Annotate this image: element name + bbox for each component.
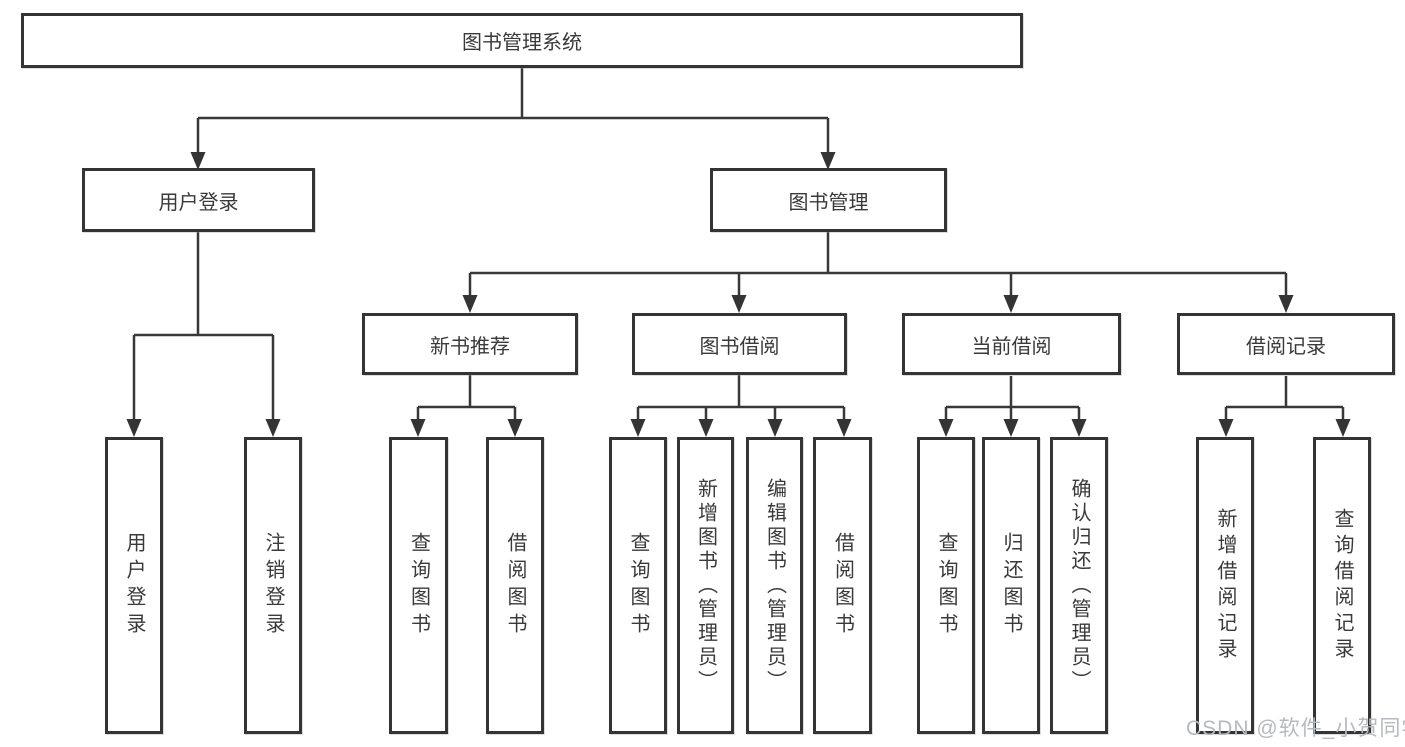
leaf-edit-book-admin: 编辑图书（管理员）	[746, 437, 803, 734]
node-current-borrowing: 当前借阅	[902, 313, 1121, 375]
leaf-borrow-books-borrowing: 借阅图书	[813, 437, 872, 734]
leaf-add-book-admin: 新增图书（管理员）	[677, 437, 734, 734]
leaf-user-login: 用户登录	[105, 437, 163, 734]
leaf-query-books-current: 查询图书	[917, 437, 975, 734]
node-new-book-recommendation: 新书推荐	[362, 313, 578, 375]
connector-new-book-children	[416, 375, 517, 419]
node-library-management-system: 图书管理系统	[21, 13, 1023, 68]
connector-book-borrowing-children	[636, 375, 846, 419]
leaf-query-books-recommend: 查询图书	[389, 437, 448, 734]
node-user-login: 用户登录	[82, 168, 315, 232]
connector-book-management-level3	[468, 232, 1288, 295]
arrowheads	[126, 152, 1351, 437]
leaf-query-books-borrowing: 查询图书	[609, 437, 667, 734]
leaf-confirm-return-admin: 确认归还（管理员）	[1050, 437, 1108, 734]
leaf-add-borrow-record: 新增借阅记录	[1196, 437, 1254, 734]
watermark-text: CSDN @软件_小贺同学	[1186, 717, 1405, 740]
connector-user-login-children	[132, 232, 275, 419]
leaf-query-borrow-record: 查询借阅记录	[1313, 437, 1371, 734]
connector-current-borrowing-children	[944, 376, 1081, 419]
connector-root-level2	[196, 68, 830, 152]
connector-borrowing-records-children	[1224, 376, 1345, 419]
node-book-borrowing: 图书借阅	[632, 313, 847, 375]
node-book-management: 图书管理	[710, 168, 947, 232]
leaf-return-book: 归还图书	[982, 437, 1040, 734]
leaf-logout: 注销登录	[244, 437, 302, 734]
leaf-borrow-books-recommend: 借阅图书	[486, 437, 544, 734]
node-borrowing-records: 借阅记录	[1177, 313, 1395, 375]
